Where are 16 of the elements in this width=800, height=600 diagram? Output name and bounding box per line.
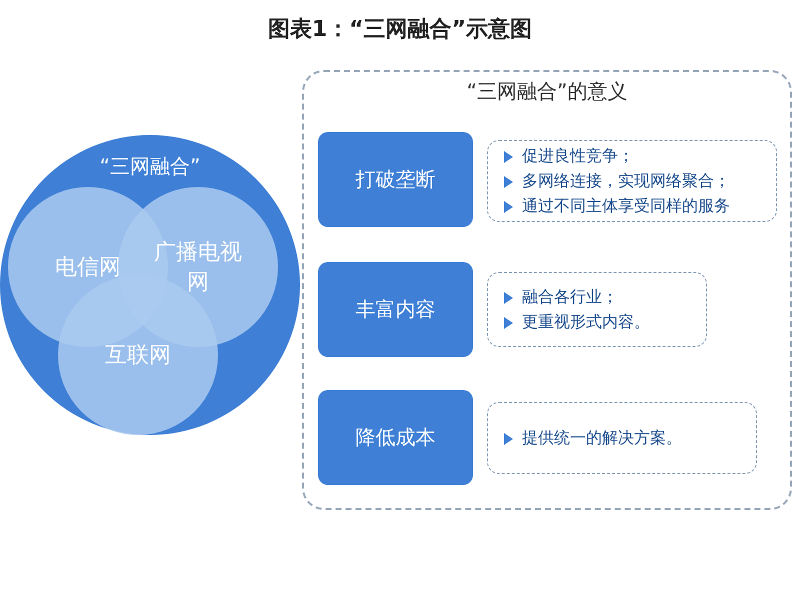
bullet-list-box bbox=[487, 140, 777, 222]
bullet-list-box bbox=[487, 272, 707, 347]
bullet-item: 提供统一的解决方案。 bbox=[502, 428, 742, 448]
bullet-item: 促进良性竞争； bbox=[502, 146, 762, 166]
title: 图表1：“三网融合”示意图 bbox=[266, 16, 534, 44]
dashed-panel bbox=[302, 70, 792, 510]
category-box: 降低成本 bbox=[318, 390, 473, 485]
bullet-item: 融合各行业； bbox=[502, 286, 692, 308]
category-box: 丰富内容 bbox=[318, 262, 473, 357]
bullet-item: 更重视形式内容。 bbox=[502, 312, 692, 332]
circle-heading: “三网融合” bbox=[98, 153, 202, 180]
panel-heading: “三网融合”的意义 bbox=[466, 78, 628, 105]
bullet-list-box bbox=[487, 402, 757, 474]
bullet-item: 多网络连接，实现网络聚合； bbox=[502, 170, 762, 192]
category-box: 打破垄断 bbox=[318, 132, 473, 227]
bullet-item: 通过不同主体享受同样的服务 bbox=[502, 196, 762, 216]
